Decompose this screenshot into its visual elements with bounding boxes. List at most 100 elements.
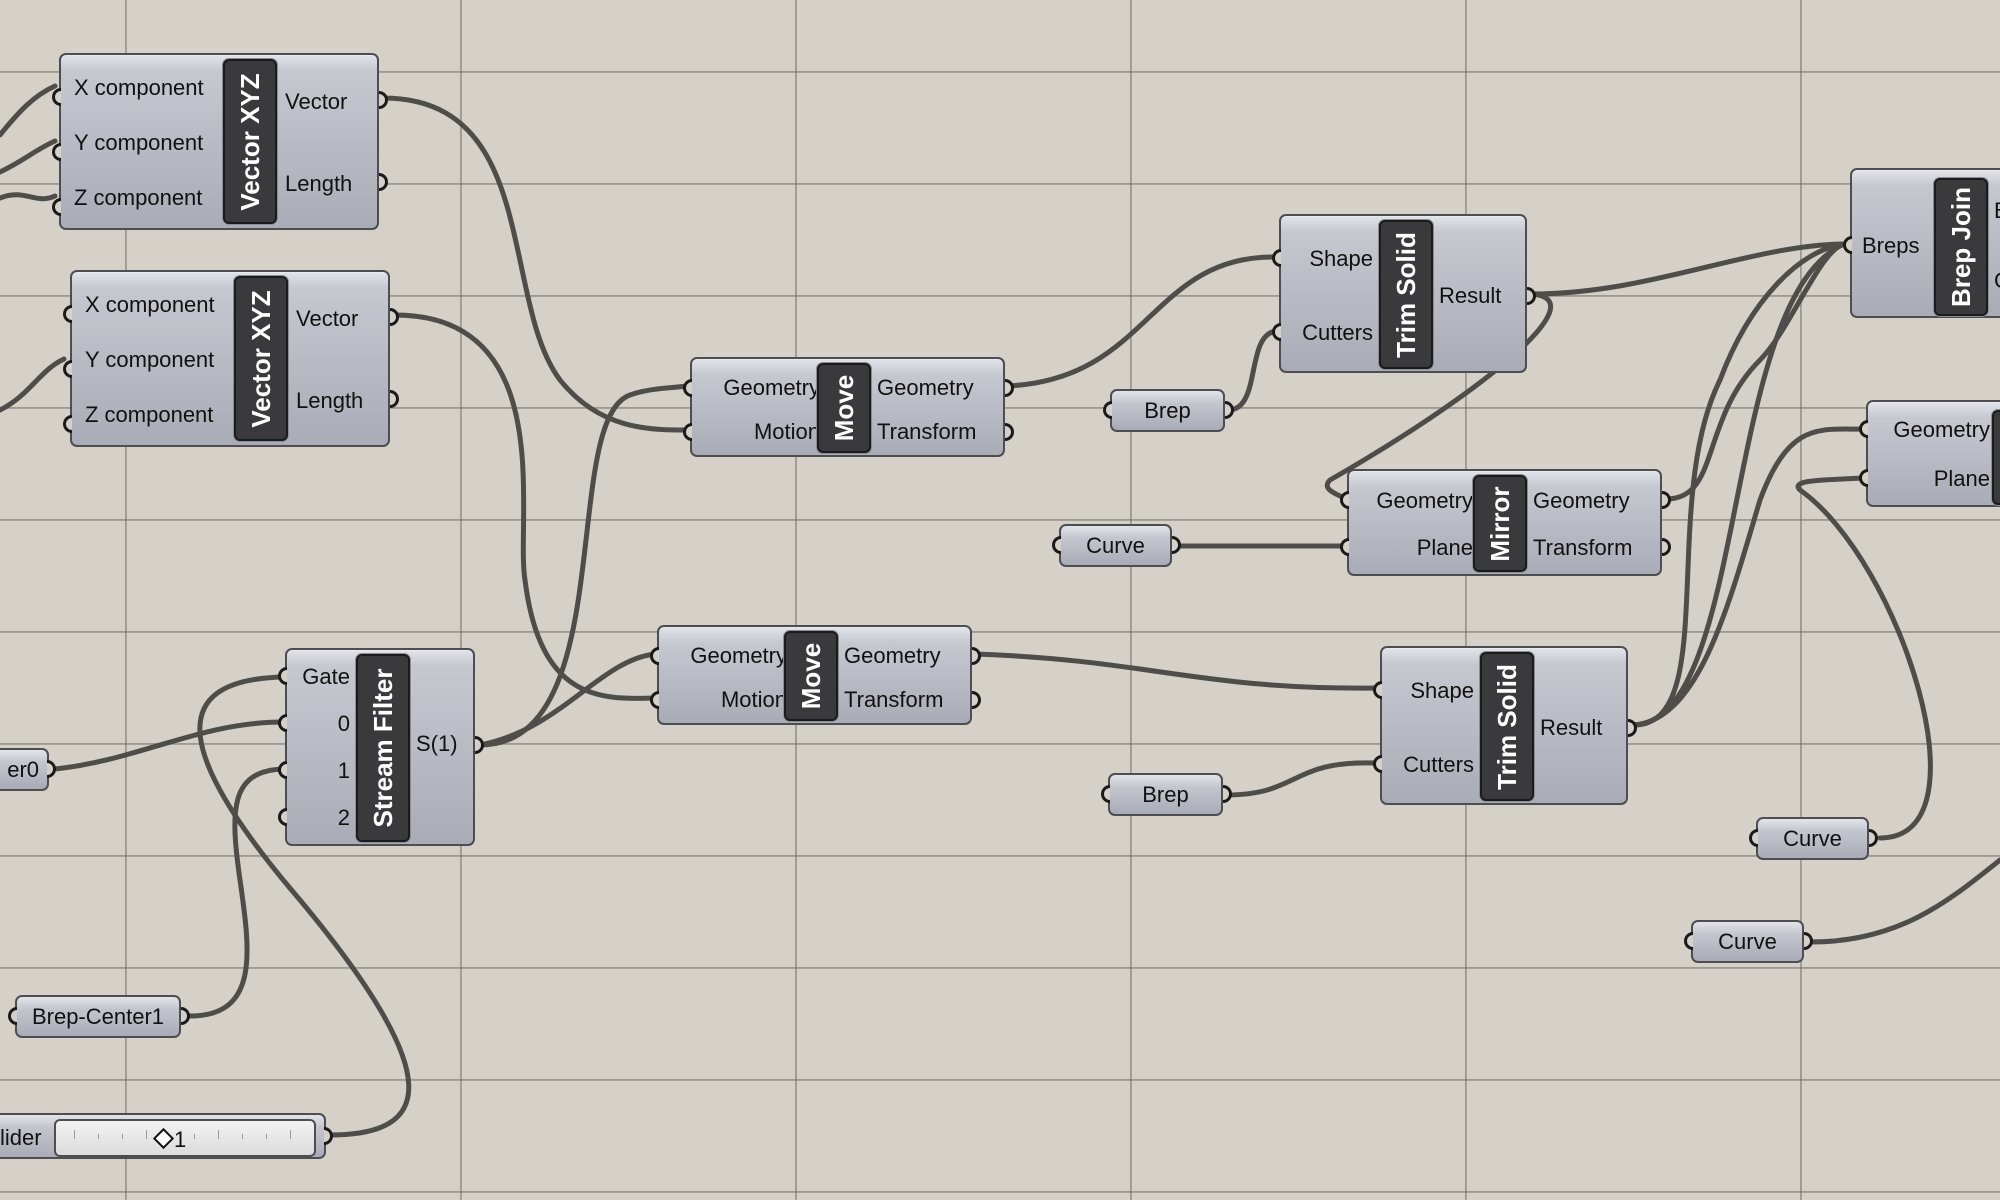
trim-solid-component[interactable]: Shape Cutters Trim Solid Result xyxy=(1272,214,1536,373)
output-grip[interactable] xyxy=(475,736,484,754)
input-grip[interactable] xyxy=(52,198,61,216)
input-grip[interactable] xyxy=(63,305,72,323)
input-grip[interactable] xyxy=(650,691,659,709)
move-component[interactable]: Geometry Motion Move Geometry Transform xyxy=(650,625,981,725)
wire xyxy=(1808,857,2000,945)
component-title-bar[interactable]: Vector XYZ xyxy=(234,276,288,441)
input-label-plane: Plane xyxy=(1416,535,1473,560)
move-component[interactable]: Geometry Motion Move Geometry Transform xyxy=(683,357,1014,457)
input-grip[interactable] xyxy=(52,143,61,161)
brep-center-param[interactable]: Brep-Center1 xyxy=(8,995,190,1038)
output-grip[interactable] xyxy=(1869,829,1878,847)
output-grip[interactable] xyxy=(972,691,981,709)
output-grip[interactable] xyxy=(390,308,399,326)
output-label-geometry: Geometry xyxy=(844,643,941,668)
input-grip[interactable] xyxy=(1859,420,1868,438)
component-title-bar[interactable] xyxy=(1992,410,2000,505)
curve-param[interactable]: Curve xyxy=(1749,817,1878,860)
mirror-component[interactable]: Geometry Plane Mirror Geometry Transform xyxy=(1340,469,1671,576)
component-title-bar[interactable]: Brep Join xyxy=(1934,178,1988,316)
output-grip[interactable] xyxy=(1223,785,1232,803)
brep-join-component[interactable]: Breps Brep Join B C xyxy=(1843,168,2000,318)
input-grip[interactable] xyxy=(8,1007,17,1025)
input-grip[interactable] xyxy=(1272,323,1281,341)
input-label-y: Y component xyxy=(85,347,215,372)
input-grip[interactable] xyxy=(63,360,72,378)
stream-filter-component[interactable]: Gate 0 1 2 Stream Filter S(1) xyxy=(278,648,484,846)
output-grip[interactable] xyxy=(1662,491,1671,509)
output-grip[interactable] xyxy=(1005,379,1014,397)
input-grip[interactable] xyxy=(52,88,61,106)
input-grip[interactable] xyxy=(1373,681,1382,699)
input-grip[interactable] xyxy=(1272,249,1281,267)
input-grip[interactable] xyxy=(278,667,287,685)
output-grip[interactable] xyxy=(1005,423,1014,441)
output-grip[interactable] xyxy=(1172,536,1181,554)
input-grip[interactable] xyxy=(278,761,287,779)
input-grip[interactable] xyxy=(1684,932,1693,950)
trim-solid-component[interactable]: Shape Cutters Trim Solid Result xyxy=(1373,646,1637,805)
wire xyxy=(0,356,67,413)
input-grip[interactable] xyxy=(1340,491,1349,509)
component-title-bar[interactable]: Vector XYZ xyxy=(223,59,277,224)
output-grip[interactable] xyxy=(379,91,388,109)
slider-handle-icon[interactable] xyxy=(152,1127,175,1150)
input-grip[interactable] xyxy=(683,379,692,397)
output-grip[interactable] xyxy=(972,647,981,665)
brep-param[interactable]: Brep xyxy=(1103,389,1234,432)
vector-xyz-component[interactable]: X component Y component Z component Vect… xyxy=(52,53,388,230)
number-param[interactable]: er0 xyxy=(0,748,56,791)
input-grip[interactable] xyxy=(278,714,287,732)
input-grip[interactable] xyxy=(1373,755,1382,773)
output-label-result: Result xyxy=(1540,715,1603,740)
output-grip[interactable] xyxy=(1225,401,1234,419)
input-label-cutters: Cutters xyxy=(1302,320,1373,345)
component-title: Stream Filter xyxy=(368,668,398,828)
input-grip[interactable] xyxy=(683,423,692,441)
slider-tick xyxy=(242,1134,243,1139)
component-title-bar[interactable]: Move xyxy=(817,363,871,453)
input-grip[interactable] xyxy=(1103,401,1112,419)
component-title-bar[interactable]: Stream Filter xyxy=(356,654,410,842)
output-grip[interactable] xyxy=(390,390,399,408)
curve-param[interactable]: Curve xyxy=(1684,920,1813,963)
output-grip[interactable] xyxy=(1628,719,1637,737)
output-label-geometry: Geometry xyxy=(877,375,974,400)
slider-track[interactable]: 1 xyxy=(54,1119,316,1157)
brep-param[interactable]: Brep xyxy=(1101,773,1232,816)
component-title-bar[interactable]: Trim Solid xyxy=(1379,220,1433,369)
input-grip[interactable] xyxy=(1843,236,1852,254)
input-grip[interactable] xyxy=(278,808,287,826)
input-grip[interactable] xyxy=(1340,538,1349,556)
output-grip[interactable] xyxy=(47,760,56,778)
component-title: Move xyxy=(829,374,859,442)
curve-param[interactable]: Curve xyxy=(1052,524,1181,567)
output-grip[interactable] xyxy=(1662,538,1671,556)
output-grip[interactable] xyxy=(1804,932,1813,950)
param-label: Curve xyxy=(1783,826,1842,851)
slider-tick xyxy=(218,1130,219,1139)
input-grip[interactable] xyxy=(63,415,72,433)
output-grip[interactable] xyxy=(181,1007,190,1025)
input-grip[interactable] xyxy=(1749,829,1758,847)
component-title: Trim Solid xyxy=(1492,663,1522,790)
wire xyxy=(0,83,58,138)
mirror-like-component[interactable]: Geometry Plane xyxy=(1859,400,2000,507)
output-grip[interactable] xyxy=(379,173,388,191)
wire xyxy=(392,312,658,701)
input-label-z: Z component xyxy=(74,185,203,210)
input-grip[interactable] xyxy=(1101,785,1110,803)
output-grip[interactable] xyxy=(324,1127,333,1145)
input-grip[interactable] xyxy=(1052,536,1061,554)
vector-xyz-component[interactable]: X component Y component Z component Vect… xyxy=(63,270,399,447)
component-title-bar[interactable]: Mirror xyxy=(1473,475,1527,572)
output-grip[interactable] xyxy=(1527,287,1536,305)
wire xyxy=(52,719,286,772)
input-grip[interactable] xyxy=(1859,469,1868,487)
input-grip[interactable] xyxy=(650,647,659,665)
component-title-bar[interactable]: Trim Solid xyxy=(1480,652,1534,801)
number-slider[interactable]: lider 1 xyxy=(0,1113,333,1159)
wire xyxy=(972,651,1379,691)
component-title-bar[interactable]: Move xyxy=(784,631,838,721)
